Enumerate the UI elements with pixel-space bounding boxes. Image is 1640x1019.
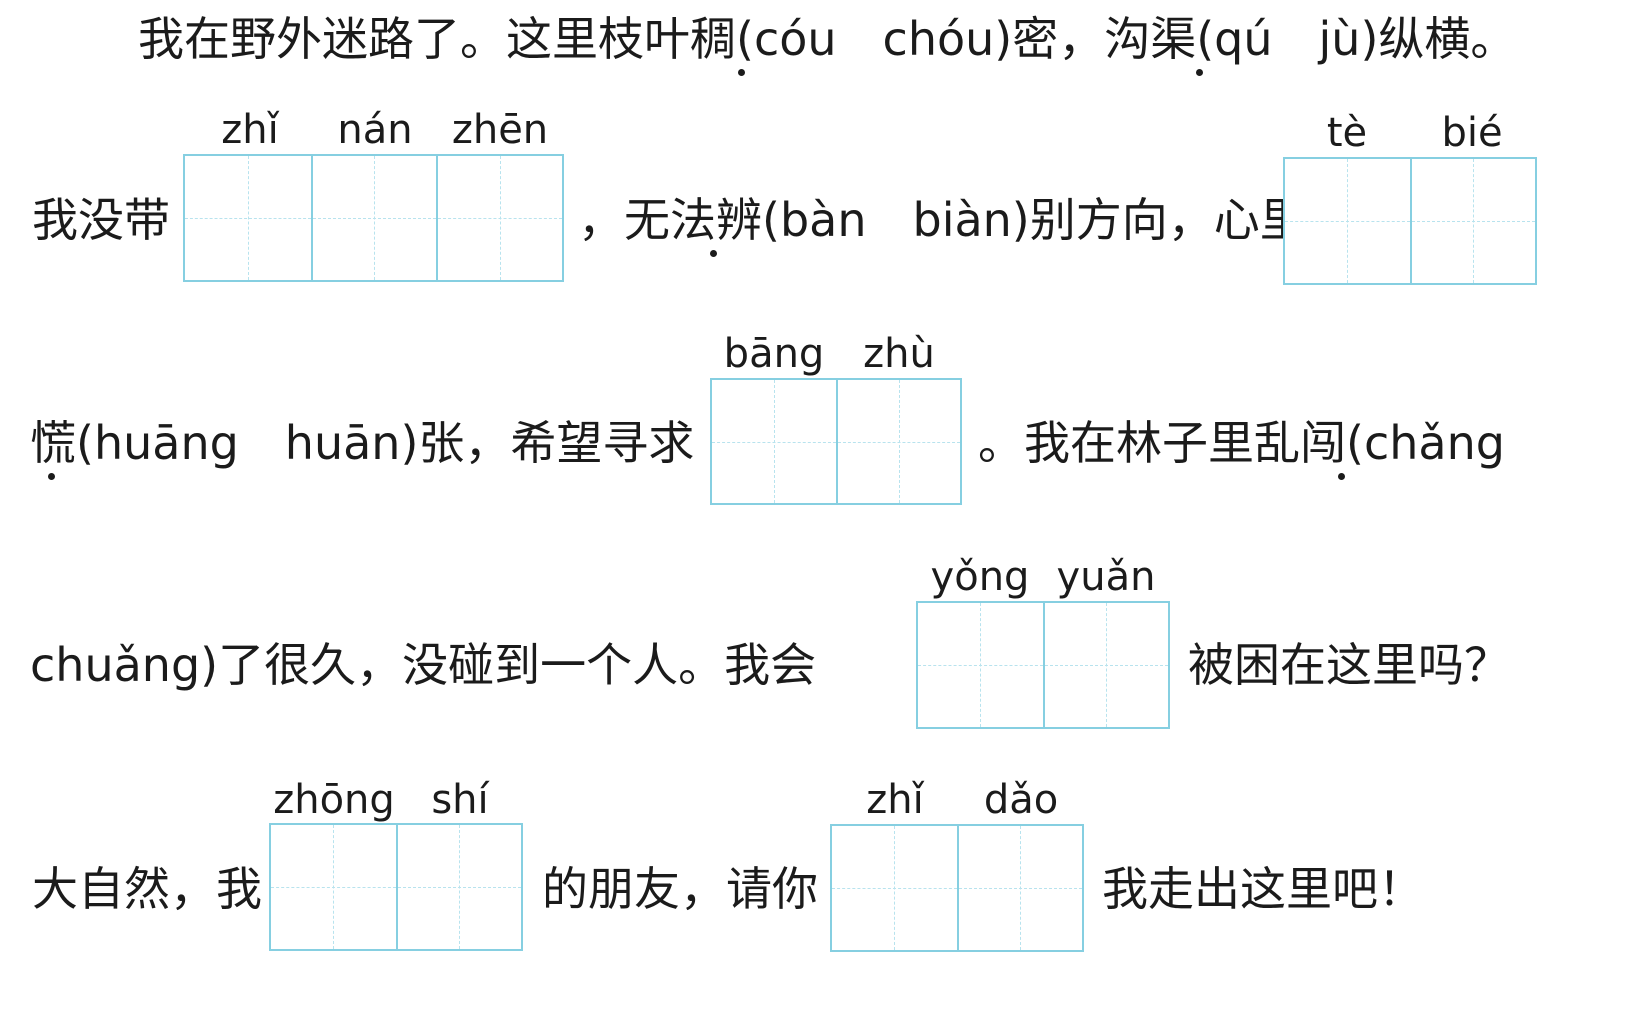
writing-cell[interactable] xyxy=(1285,159,1410,283)
pinyin-yuan: yuǎn xyxy=(1056,554,1156,600)
pinyin-zhu: zhù xyxy=(863,331,935,377)
emphasis-dot-bian xyxy=(710,250,717,257)
writing-cell[interactable] xyxy=(835,380,961,503)
writing-cell[interactable] xyxy=(712,380,836,503)
passage-line-3-prefix: 慌(huāng huān)张，希望寻求 xyxy=(30,416,695,470)
pinyin-bang: bāng xyxy=(723,331,825,377)
answer-box-bangzhu[interactable] xyxy=(710,378,962,505)
passage-line-1: 我在野外迷路了。这里枝叶稠(cóu chóu)密，沟渠(qú jù)纵横。 xyxy=(138,12,1517,66)
writing-cell[interactable] xyxy=(395,825,522,949)
writing-cell[interactable] xyxy=(1409,159,1536,283)
writing-cell[interactable] xyxy=(185,156,311,280)
pinyin-yong: yǒng xyxy=(930,554,1030,600)
writing-cell[interactable] xyxy=(310,156,437,280)
passage-line-3-suffix: 。我在林子里乱闯(chǎng xyxy=(978,416,1505,470)
answer-box-tebie[interactable] xyxy=(1283,157,1537,285)
passage-line-5-middle: 的朋友，请你 xyxy=(542,862,818,916)
writing-cell[interactable] xyxy=(271,825,396,949)
pinyin-shi: shí xyxy=(431,777,489,823)
writing-cell[interactable] xyxy=(1042,603,1169,727)
answer-box-zhidao[interactable] xyxy=(830,824,1084,952)
writing-cell[interactable] xyxy=(436,156,562,280)
pinyin-nan: nán xyxy=(337,107,413,153)
answer-box-zhinanzhen[interactable] xyxy=(183,154,564,282)
emphasis-dot-chou xyxy=(738,69,745,76)
emphasis-dot-chuang xyxy=(1338,473,1345,480)
pinyin-zhen: zhēn xyxy=(451,107,549,153)
passage-line-2-middle: ，无法辨(bàn biàn)别方向，心里 xyxy=(578,193,1306,247)
emphasis-dot-huang xyxy=(48,473,55,480)
answer-box-yongyuan[interactable] xyxy=(916,601,1170,729)
passage-line-2-prefix: 我没带 xyxy=(32,193,170,247)
pinyin-zhong: zhōng xyxy=(273,777,395,823)
pinyin-te: tè xyxy=(1326,110,1368,156)
pinyin-bie: bié xyxy=(1441,110,1503,156)
writing-cell[interactable] xyxy=(918,603,1043,727)
writing-cell[interactable] xyxy=(832,826,957,950)
pinyin-zhi: zhǐ xyxy=(221,107,279,153)
passage-line-5-prefix: 大自然，我 xyxy=(32,862,262,916)
pinyin-zhi-2: zhǐ xyxy=(866,777,924,823)
passage-line-4-prefix: chuǎng)了很久，没碰到一个人。我会 xyxy=(30,638,817,692)
passage-line-5-suffix: 我走出这里吧！ xyxy=(1102,862,1424,916)
pinyin-dao: dǎo xyxy=(983,777,1059,823)
answer-box-zhongshi[interactable] xyxy=(269,823,523,951)
passage-line-4-suffix: 被困在这里吗？ xyxy=(1188,638,1510,692)
writing-cell[interactable] xyxy=(956,826,1083,950)
emphasis-dot-qu xyxy=(1196,69,1203,76)
